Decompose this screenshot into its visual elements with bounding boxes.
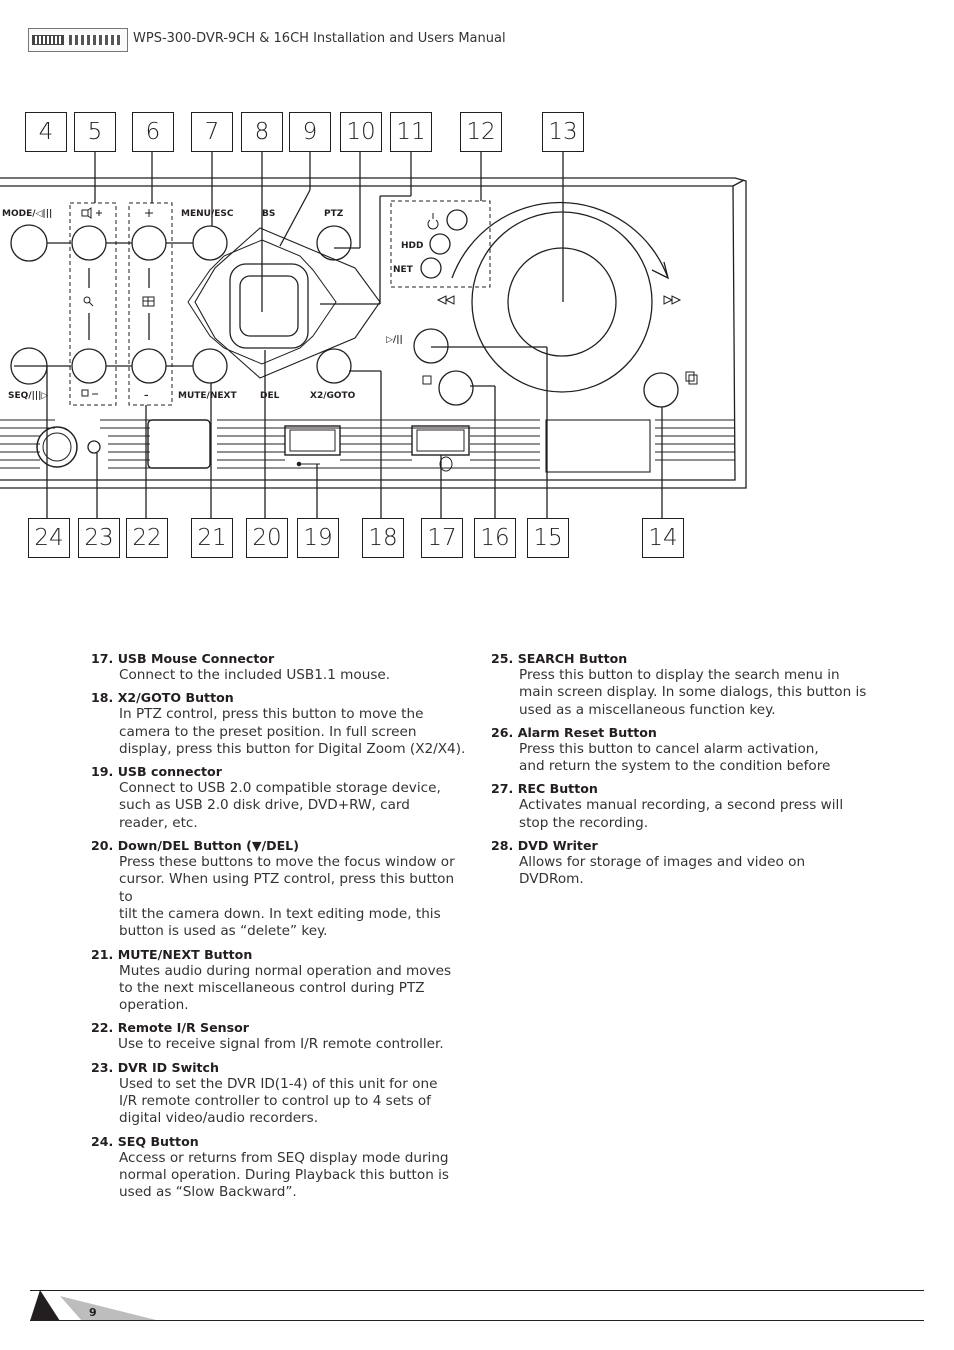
item-title: 25. SEARCH Button — [491, 651, 628, 666]
callout-23: 23 — [78, 518, 120, 558]
item-body: Press this button to cancel alarm activa… — [519, 740, 831, 775]
item-dvd-writer: 28. DVD Writer Allows for storage of ima… — [491, 837, 881, 889]
magnifier-icon — [83, 296, 91, 304]
callout-9: 9 — [289, 112, 331, 152]
callout-13: 13 — [542, 112, 584, 152]
callout-17: 17 — [421, 518, 463, 558]
callout-7: 7 — [191, 112, 233, 152]
footer-rule-bottom — [30, 1320, 924, 1322]
item-mute-next: 21. MUTE/NEXT Button Mutes audio during … — [91, 946, 471, 1015]
item-title: 21. MUTE/NEXT Button — [91, 946, 253, 962]
callout-20: 20 — [246, 518, 288, 558]
hdd-led-label: HDD — [401, 241, 423, 251]
item-body: Used to set the DVR ID(1-4) of this unit… — [119, 1075, 438, 1127]
page-header-title: WPS-300-DVR-9CH & 16CH Installation and … — [133, 31, 506, 46]
item-body: Access or returns from SEQ display mode … — [119, 1149, 449, 1201]
thumbnail-display — [32, 35, 64, 45]
footer-tab-graphic — [30, 1290, 160, 1321]
item-seq: 24. SEQ Button Access or returns from SE… — [91, 1133, 471, 1202]
callout-4: 4 — [25, 112, 67, 152]
callout-15: 15 — [527, 518, 569, 558]
description-column-right: 25. SEARCH Button Press this button to d… — [491, 650, 881, 894]
callout-16: 16 — [474, 518, 516, 558]
item-title: 28. DVD Writer — [491, 838, 598, 854]
callout-12: 12 — [460, 112, 502, 152]
item-body: Activates manual recording, a second pre… — [519, 797, 844, 831]
front-panel-diagram: MODE/◁||| MENU/ESC BS PTZ HDD NET SEQ/||… — [0, 152, 747, 518]
menu-button-label: MENU/ESC — [181, 209, 234, 219]
callout-11: 11 — [390, 112, 432, 152]
item-down-del: 20. Down/DEL Button (▼/DEL) Press these … — [91, 837, 471, 940]
plus-icon — [96, 210, 102, 216]
item-title: 22. Remote I/R Sensor — [91, 1020, 249, 1036]
speaker-icon — [81, 207, 92, 219]
product-thumbnail — [28, 28, 128, 52]
item-body: Mutes audio during normal operation and … — [119, 962, 452, 1014]
callout-10: 10 — [340, 112, 382, 152]
mute-button-label: MUTE/NEXT — [178, 391, 237, 401]
stop-icon — [422, 375, 432, 385]
callout-14: 14 — [642, 518, 684, 558]
item-title: 27. REC Button — [491, 781, 598, 797]
seq-button-label: SEQ/|||▷ — [8, 391, 48, 401]
ptz-button-label: PTZ — [324, 209, 344, 219]
item-title: 17. USB Mouse Connector — [91, 651, 275, 666]
callout-22: 22 — [126, 518, 168, 558]
item-search: 25. SEARCH Button Press this button to d… — [491, 650, 881, 719]
item-dvr-id: 23. DVR ID Switch Used to set the DVR ID… — [91, 1059, 471, 1128]
copy-icon — [685, 371, 695, 382]
page-number: 9 — [89, 1306, 97, 1319]
net-led-label: NET — [393, 265, 414, 275]
item-title: 23. DVR ID Switch — [91, 1059, 219, 1075]
item-x2goto: 18. X2/GOTO Button In PTZ control, press… — [91, 689, 471, 758]
item-title: 24. SEQ Button — [91, 1133, 199, 1149]
item-body: Connect to the included USB1.1 mouse. — [119, 667, 391, 683]
item-body: Use to receive signal from I/R remote co… — [118, 1036, 444, 1053]
item-ir-sensor: 22. Remote I/R Sensor Use to receive sig… — [91, 1019, 471, 1053]
callout-8: 8 — [241, 112, 283, 152]
callout-24: 24 — [28, 518, 70, 558]
plus-icon — [145, 209, 153, 217]
item-title: 18. X2/GOTO Button — [91, 690, 234, 706]
mode-button-label: MODE/◁||| — [2, 209, 52, 219]
x2goto-button-label: X2/GOTO — [310, 391, 356, 401]
item-body: Connect to USB 2.0 compatible storage de… — [119, 780, 441, 831]
speaker-icon — [81, 389, 89, 397]
callout-18: 18 — [362, 518, 404, 558]
item-usb-connector: 19. USB connector Connect to USB 2.0 com… — [91, 763, 471, 832]
item-rec: 27. REC Button Activates manual recordin… — [491, 780, 881, 832]
item-body: Allows for storage of images and video o… — [519, 854, 806, 888]
item-title: 26. Alarm Reset Button — [491, 724, 657, 740]
rewind-icon — [436, 295, 455, 305]
thumbnail-buttons — [69, 35, 121, 45]
item-body: Press this button to display the search … — [519, 667, 867, 718]
item-body: In PTZ control, press this button to mov… — [119, 706, 466, 757]
minus-label: – — [144, 391, 149, 401]
callout-5: 5 — [74, 112, 116, 152]
callout-19: 19 — [297, 518, 339, 558]
item-usb-mouse: 17. USB Mouse Connector Connect to the i… — [91, 650, 471, 684]
play-pause-label: ▷/|| — [386, 335, 403, 345]
footer-rule-top — [30, 1290, 924, 1292]
item-alarm-reset: 26. Alarm Reset Button Press this button… — [491, 724, 881, 776]
del-button-label: DEL — [260, 391, 280, 401]
description-column-left: 17. USB Mouse Connector Connect to the i… — [91, 650, 471, 1207]
item-title: 20. Down/DEL Button (▼/DEL) — [91, 838, 299, 854]
bs-button-label: BS — [262, 209, 275, 219]
callout-6: 6 — [132, 112, 174, 152]
item-body: Press these buttons to move the focus wi… — [119, 854, 455, 940]
item-title: 19. USB connector — [91, 764, 222, 780]
fast-forward-icon — [663, 295, 682, 305]
callout-21: 21 — [191, 518, 233, 558]
power-icon — [427, 213, 439, 230]
